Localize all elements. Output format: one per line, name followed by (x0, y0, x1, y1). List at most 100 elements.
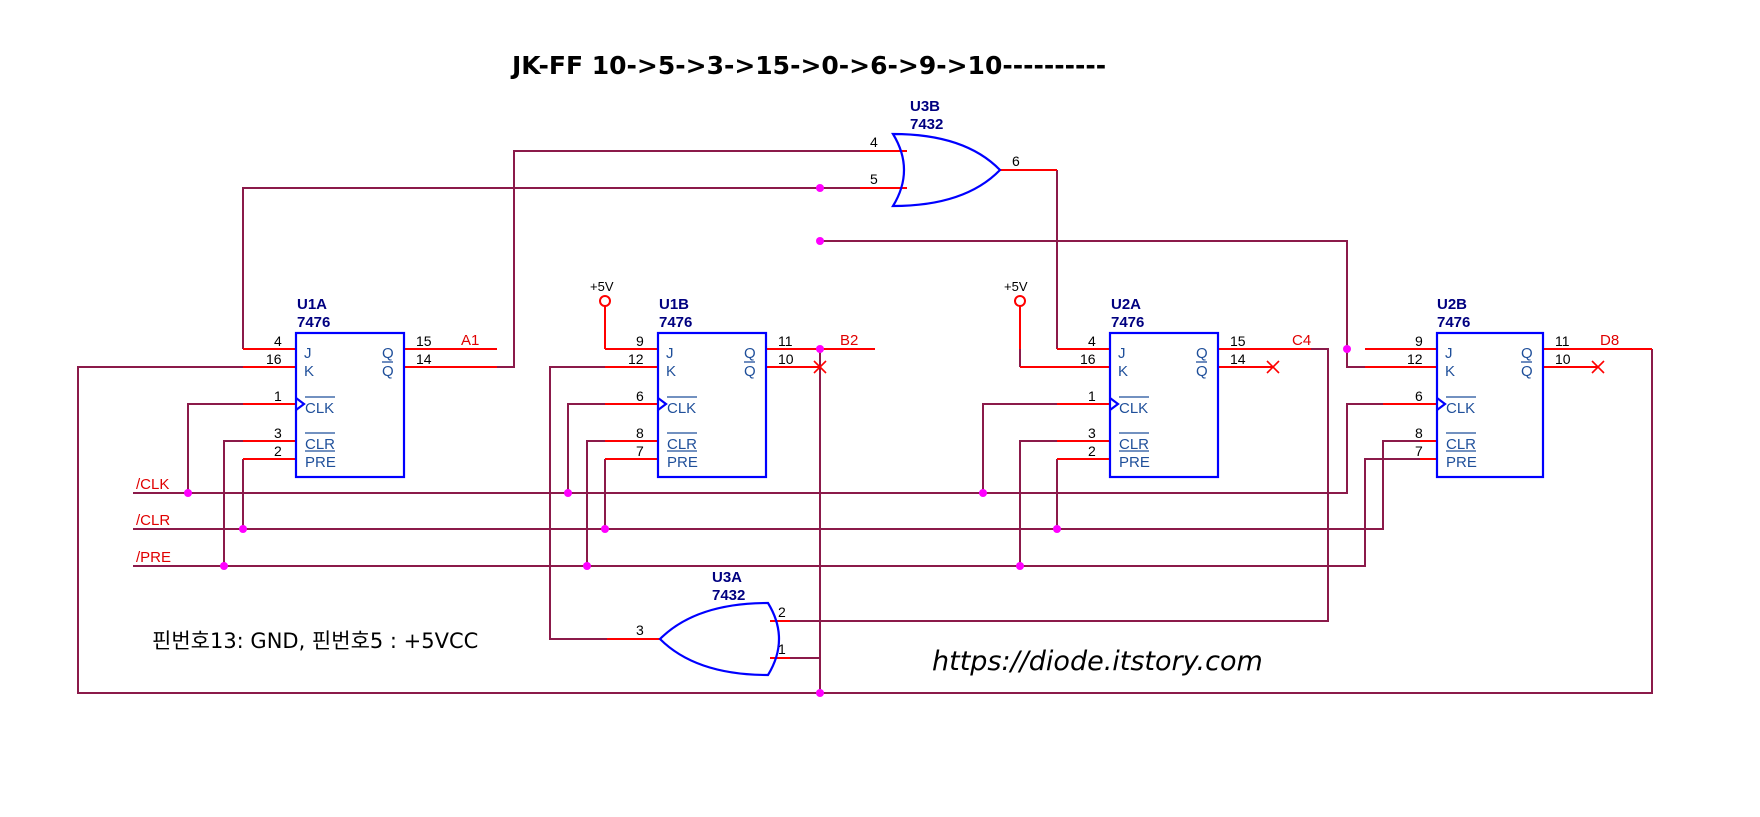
svg-text:15: 15 (416, 333, 432, 349)
net-label-d8: D8 (1600, 332, 1619, 349)
svg-text:PRE: PRE (1119, 454, 1150, 471)
svg-text:10: 10 (1555, 351, 1571, 367)
svg-text:3: 3 (636, 622, 644, 638)
svg-text:3: 3 (1088, 425, 1096, 441)
svg-text:2: 2 (1088, 443, 1096, 459)
svg-text:8: 8 (1415, 425, 1423, 441)
vcc-terminal-u2a (1014, 295, 1026, 307)
u1a-part: 7476 (297, 314, 330, 331)
pin-note: 핀번호13: GND, 핀번호5 : +5VCC (152, 629, 478, 653)
svg-text:11: 11 (778, 333, 793, 349)
vcc-label-u2a: +5V (1004, 279, 1028, 294)
svg-text:J: J (304, 345, 312, 362)
pin-stubs (243, 150, 1652, 659)
net-label-b2: B2 (840, 332, 858, 349)
svg-text:CLR: CLR (305, 436, 335, 453)
svg-text:14: 14 (416, 351, 432, 367)
u3b-part: 7432 (910, 116, 943, 133)
svg-text:CLR: CLR (1119, 436, 1149, 453)
c4-wire (790, 348, 1329, 622)
pin-numbers: 4 16 1 3 2 15 14 9 12 6 8 7 11 10 4 16 1… (266, 134, 1571, 657)
net-label-c4: C4 (1292, 332, 1311, 349)
svg-text:Q: Q (744, 363, 756, 380)
vcc-label-u1b: +5V (590, 279, 614, 294)
svg-text:6: 6 (636, 388, 644, 404)
svg-text:Q: Q (1521, 345, 1533, 362)
u2a-name: U2A (1111, 296, 1141, 313)
svg-text:4: 4 (274, 333, 282, 349)
vcc-terminal-u1b (599, 295, 611, 307)
svg-text:1: 1 (1088, 388, 1096, 404)
svg-text:1: 1 (274, 388, 282, 404)
svg-text:7: 7 (636, 443, 644, 459)
svg-text:6: 6 (1012, 153, 1020, 169)
flipflop-u1a (294, 331, 406, 479)
u1b-clr-wire (586, 440, 605, 566)
svg-text:Q: Q (382, 363, 394, 380)
svg-text:15: 15 (1230, 333, 1246, 349)
u3a-name: U3A (712, 569, 742, 586)
u2a-clk-wire (982, 403, 1057, 493)
flipflop-u2b (1435, 331, 1545, 479)
flipflop-u1b (656, 331, 768, 479)
svg-text:J: J (1445, 345, 1453, 362)
u2b-part: 7476 (1437, 314, 1470, 331)
svg-text:12: 12 (1407, 351, 1423, 367)
site-url: https://diode.itstory.com (932, 646, 1263, 677)
u2a-clr-wire (1019, 440, 1057, 566)
svg-text:1: 1 (778, 641, 786, 657)
u1b-k-wire (549, 366, 607, 640)
u1a-clr-wire (223, 440, 243, 566)
svg-text:J: J (1118, 345, 1126, 362)
svg-text:CLR: CLR (1446, 436, 1476, 453)
signal-label-pre: /PRE (136, 549, 171, 566)
clr-bus (133, 440, 1420, 530)
svg-text:K: K (304, 363, 314, 380)
or-gate-u3a (658, 601, 780, 677)
no-connect-marks (813, 360, 1605, 374)
svg-text:Q: Q (382, 345, 394, 362)
svg-text:11: 11 (1555, 333, 1570, 349)
u3b-name: U3B (910, 98, 940, 115)
inner-labels: J K Q Q CLK CLR PRE J K Q Q CLK CLR PRE … (304, 345, 1533, 471)
flipflop-u2a (1108, 331, 1220, 479)
svg-text:K: K (1118, 363, 1128, 380)
feedback-loop (77, 349, 1653, 694)
svg-text:16: 16 (266, 351, 282, 367)
u1a-clk-wire (187, 403, 243, 493)
svg-text:CLR: CLR (667, 436, 697, 453)
wires (77, 150, 1653, 694)
svg-text:3: 3 (274, 425, 282, 441)
svg-text:4: 4 (1088, 333, 1096, 349)
svg-text:4: 4 (870, 134, 878, 150)
svg-text:2: 2 (274, 443, 282, 459)
signal-label-clr: /CLR (136, 512, 170, 529)
svg-text:CLK: CLK (667, 400, 696, 417)
svg-text:PRE: PRE (1446, 454, 1477, 471)
svg-text:PRE: PRE (305, 454, 336, 471)
svg-text:Q: Q (1196, 363, 1208, 380)
u1a-j-wire (242, 187, 860, 349)
svg-text:9: 9 (1415, 333, 1423, 349)
svg-text:16: 16 (1080, 351, 1096, 367)
svg-text:Q: Q (1196, 345, 1208, 362)
svg-text:5: 5 (870, 171, 878, 187)
overbars (305, 361, 1532, 452)
svg-text:CLK: CLK (1119, 400, 1148, 417)
signal-label-clk: /CLK (136, 476, 169, 493)
svg-text:K: K (666, 363, 676, 380)
svg-text:Q: Q (744, 345, 756, 362)
or-gate-u3b (891, 132, 1002, 208)
svg-text:9: 9 (636, 333, 644, 349)
svg-text:2: 2 (778, 604, 786, 620)
svg-text:CLK: CLK (1446, 400, 1475, 417)
svg-text:PRE: PRE (667, 454, 698, 471)
u1b-part: 7476 (659, 314, 692, 331)
page-title: JK-FF 10->5->3->15->0->6->9->10---------… (510, 51, 1106, 80)
svg-text:14: 14 (1230, 351, 1246, 367)
b2-to-u2b (820, 240, 1348, 349)
svg-text:7: 7 (1415, 443, 1423, 459)
net-label-a1: A1 (461, 332, 479, 349)
svg-text:6: 6 (1415, 388, 1423, 404)
